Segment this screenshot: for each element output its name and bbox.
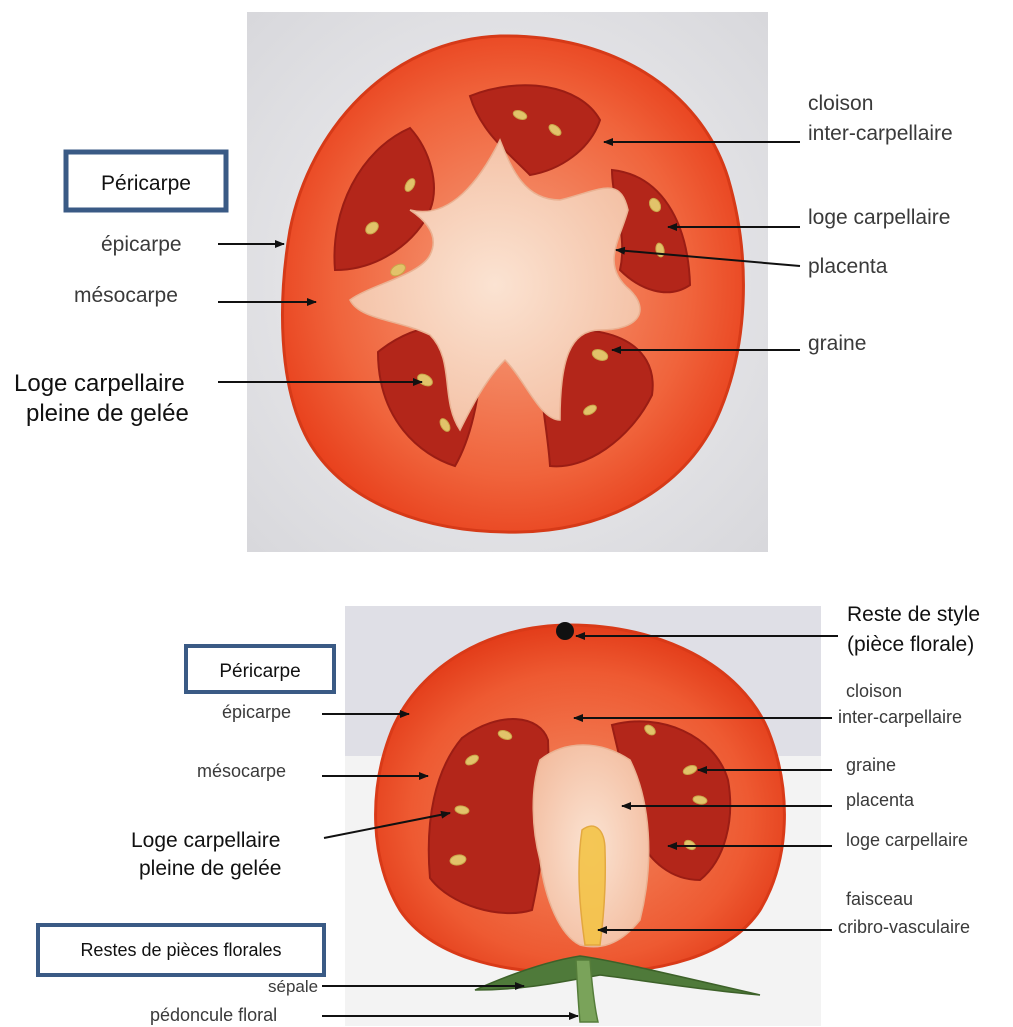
top-pericarpe-label: Péricarpe (101, 172, 191, 195)
top-loge-carpellaire-label: loge carpellaire (808, 206, 950, 229)
top-loge-label-2: pleine de gelée (26, 400, 189, 427)
bottom-pericarpe-label: Péricarpe (219, 661, 300, 682)
top-cloison-label-1: cloison (808, 92, 873, 115)
bottom-mesocarpe-label: mésocarpe (197, 761, 286, 781)
bottom-graine-label: graine (846, 755, 896, 775)
bottom-photo (345, 606, 821, 1026)
top-placenta-label: placenta (808, 255, 888, 278)
bottom-cloison-label-2: inter-carpellaire (838, 707, 962, 727)
sepale-label: sépale (268, 977, 318, 996)
faisceau-label-2: cribro-vasculaire (838, 917, 970, 937)
bottom-placenta-label: placenta (846, 790, 915, 810)
top-epicarpe-label: épicarpe (101, 233, 182, 256)
bottom-loge-label-2: pleine de gelée (139, 857, 281, 880)
style-label-2: (pièce florale) (847, 633, 974, 656)
bottom-vascular-bundle (579, 826, 605, 945)
top-photo (247, 12, 768, 552)
style-label-1: Reste de style (847, 603, 980, 626)
style-remnant-dot (556, 622, 574, 640)
faisceau-label-1: faisceau (846, 889, 913, 909)
top-loge-label-1: Loge carpellaire (14, 370, 185, 397)
top-mesocarpe-label: mésocarpe (74, 284, 178, 307)
top-cloison-label-2: inter-carpellaire (808, 122, 953, 145)
restes-box-label: Restes de pièces florales (80, 940, 281, 960)
bottom-loge-label-1: Loge carpellaire (131, 829, 280, 852)
bottom-cloison-label-1: cloison (846, 681, 902, 701)
top-graine-label: graine (808, 332, 866, 355)
bottom-loge-carpellaire-label: loge carpellaire (846, 830, 968, 850)
pedoncule-label: pédoncule floral (150, 1005, 277, 1025)
bottom-epicarpe-label: épicarpe (222, 702, 291, 722)
